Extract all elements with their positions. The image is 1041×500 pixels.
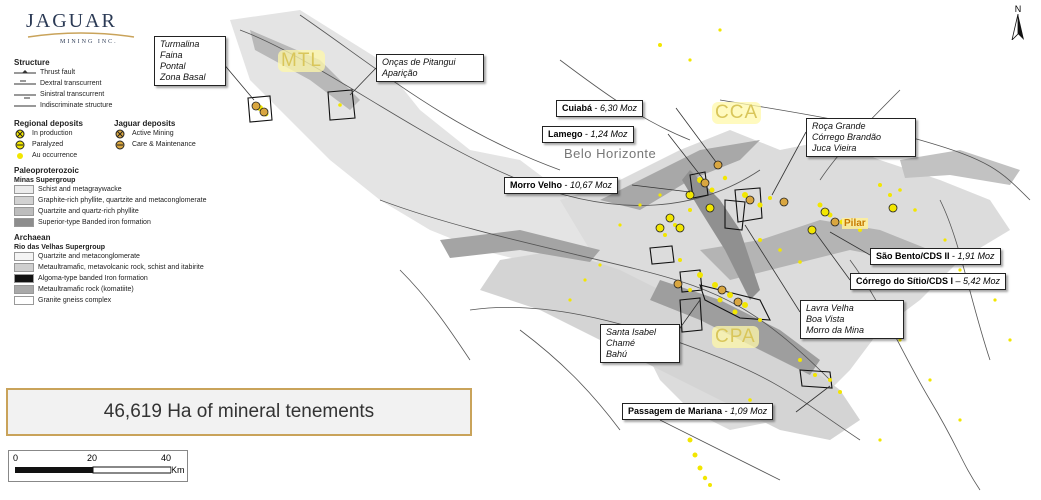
legend-swatch: [14, 207, 34, 216]
tenements-text: 46,619 Ha of mineral tenements: [103, 401, 375, 422]
legend-care-maintenance: Care & Maintenance: [114, 139, 196, 150]
callout-roca-grande: Roça Grande Córrego Brandão Juca Vieira: [806, 118, 916, 157]
legend-active-mining: Active Mining: [114, 128, 196, 139]
thrust-fault-icon: [14, 69, 36, 73]
pilar-label: Pilar: [842, 218, 868, 229]
active-mining-icon: [115, 129, 125, 138]
deposit-passagem-de-mariana: Passagem de Mariana - 1,09 Moz: [622, 403, 774, 420]
callout-lavra-velha: Lavra Velha Boa Vista Morro da Mina: [800, 300, 904, 339]
legend-arch-title: Archaean: [14, 233, 51, 242]
geology-ridge-7: [900, 150, 1020, 185]
legend-arch-1: Metaultramafic, metavolcanic rock, schis…: [14, 262, 244, 273]
north-label: N: [1014, 4, 1022, 14]
logo-swoosh: [27, 32, 135, 38]
legend-swatch: [14, 263, 34, 272]
logo-sub-text: MINING INC.: [60, 39, 118, 45]
geology-ridge-4: [440, 230, 600, 262]
legend-swatch: [14, 296, 34, 305]
region-mtl: MTL: [278, 50, 325, 72]
legend-indiscriminate: Indiscriminate structure: [14, 100, 244, 111]
legend-paleo-3: Superior-type Banded iron formation: [14, 217, 244, 228]
legend-arch-3: Metaultramafic rock (komatiite): [14, 284, 244, 295]
logo-main-text: JAGUAR: [26, 10, 117, 32]
region-cpa: CPA: [712, 326, 759, 348]
legend-paleo-sub: Minas Supergroup: [14, 177, 76, 184]
geology-ridge-2: [700, 220, 930, 280]
legend-regional-title: Regional deposits: [14, 119, 83, 128]
legend-arch-sub: Rio das Velhas Supergroup: [14, 244, 106, 251]
care-maintenance-icon: [115, 140, 125, 149]
legend-swatch: [14, 274, 34, 283]
deposit-cuiaba: Cuiabá - 6,30 Moz: [556, 100, 644, 117]
scale-bar-graphic: [15, 466, 171, 474]
region-cca: CCA: [712, 102, 762, 124]
legend-paralyzed: Paralyzed: [14, 139, 114, 150]
map-legend: Structure Thrust fault Dextral transcurr…: [14, 56, 244, 306]
legend-swatch: [14, 185, 34, 194]
in-production-icon: [15, 129, 25, 138]
scale-label-40: 40: [161, 453, 172, 463]
north-arrow-icon: [1011, 13, 1024, 42]
legend-in-production: In production: [14, 128, 114, 139]
legend-structure-title: Structure: [14, 58, 50, 67]
legend-jaguar-title: Jaguar deposits: [114, 119, 176, 128]
deposit-morro-velho: Morro Velho - 10,67 Moz: [504, 177, 619, 194]
legend-sinistral: Sinistral transcurrent: [14, 89, 244, 100]
tenement-outlines: [247, 89, 833, 389]
scale-unit: Km: [171, 465, 185, 475]
tenements-banner: 46,619 Ha of mineral tenements: [6, 388, 472, 436]
au-occurrence-icon: [17, 152, 23, 159]
jaguar-logo: JAGUAR MINING INC.: [26, 10, 136, 45]
dextral-icon: [14, 80, 36, 84]
legend-swatch: [14, 218, 34, 227]
legend-thrust-fault: Thrust fault: [14, 67, 244, 78]
callout-leaders: [221, 61, 871, 413]
north-arrow: N: [1010, 4, 1026, 42]
callout-oncas: Onças de Pitangui Aparição: [376, 54, 484, 82]
legend-swatch: [14, 285, 34, 294]
sinistral-icon: [14, 94, 36, 98]
deposit-corrego-do-sitio: Córrego do Sítio/CDS I – 5,42 Moz: [850, 273, 1007, 290]
geology-ridge-1: [600, 140, 760, 210]
legend-arch-4: Granite gneiss complex: [14, 295, 244, 306]
legend-au-occurrence: Au occurrence: [14, 150, 114, 161]
callout-santa-isabel: Santa Isabel Chamé Bahú: [600, 324, 680, 363]
legend-arch-0: Quartzite and metaconglomerate: [14, 251, 244, 262]
legend-dextral: Dextral transcurrent: [14, 78, 244, 89]
city-belo-horizonte: Belo Horizonte: [564, 146, 657, 161]
deposit-sao-bento: São Bento/CDS II - 1,91 Moz: [870, 248, 1001, 265]
scale-label-20: 20: [87, 453, 98, 463]
legend-arch-2: Algoma-type banded Iron formation: [14, 273, 244, 284]
au-occurrences: [257, 28, 1012, 487]
legend-swatch: [14, 252, 34, 261]
paralyzed-icon: [15, 140, 25, 149]
legend-paleo-title: Paleoproterozoic: [14, 166, 79, 175]
deposit-markers: [251, 101, 898, 307]
geology-ridge-6: [682, 170, 760, 300]
callout-turmalina: Turmalina Faina Pontal Zona Basal: [154, 36, 226, 86]
deposit-lamego: Lamego - 1,24 Moz: [542, 126, 634, 143]
indiscriminate-icon: [14, 105, 36, 106]
legend-paleo-0: Schist and metagraywacke: [14, 184, 244, 195]
scale-label-0: 0: [13, 453, 19, 463]
legend-paleo-1: Graphite-rich phyllite, quartzite and me…: [14, 195, 244, 206]
scale-bar: 0 20 40 Km: [8, 450, 188, 482]
legend-swatch: [14, 196, 34, 205]
legend-paleo-2: Quartzite and quartz-rich phyllite: [14, 206, 244, 217]
